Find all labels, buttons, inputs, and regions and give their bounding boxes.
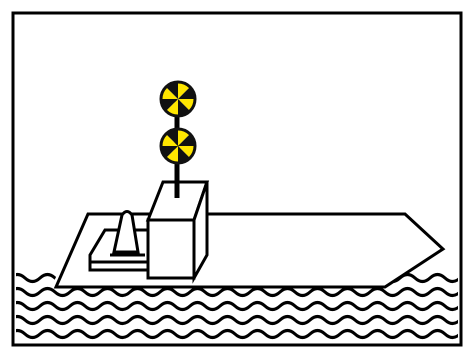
- signal-ball-icon: [161, 82, 195, 116]
- signal-ball-icon: [161, 129, 195, 163]
